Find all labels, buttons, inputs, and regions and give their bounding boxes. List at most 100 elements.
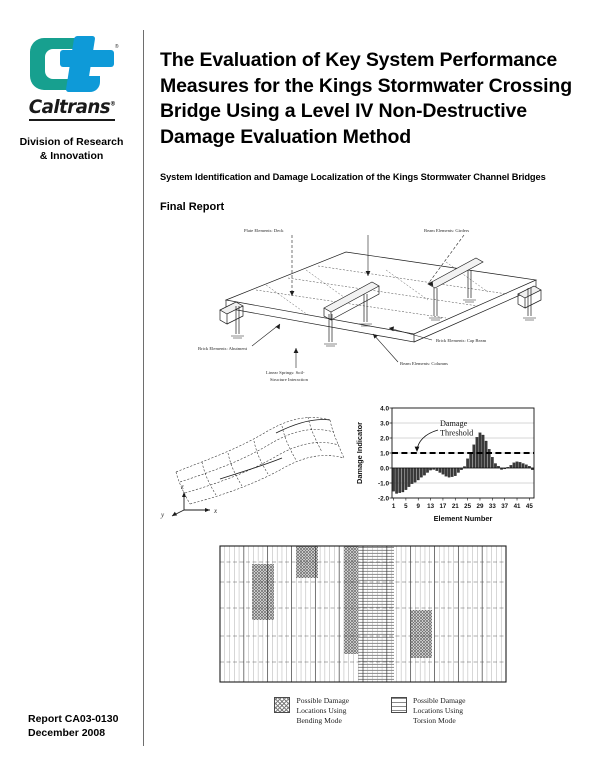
chart-bar <box>466 458 469 469</box>
x-axis-title: Element Number <box>434 514 493 523</box>
damage-map-legend: Possible Damage Locations Using Bending … <box>150 696 590 726</box>
division-line-1: Division of Research <box>19 136 124 148</box>
chart-bar <box>453 467 457 476</box>
legend-label-bending: Possible Damage Locations Using Bending … <box>296 696 349 725</box>
axis-label-z: z <box>180 483 184 491</box>
chart-bar <box>450 467 454 477</box>
page-subtitle: System Identification and Damage Localiz… <box>160 172 546 182</box>
chart-bar <box>407 467 411 487</box>
column-divider <box>143 30 144 746</box>
damage-threshold-annotation: Damage <box>440 419 468 428</box>
x-tick-label: 17 <box>439 503 446 510</box>
legend-item-bending: Possible Damage Locations Using Bending … <box>274 696 349 726</box>
y-tick-label: 1.0 <box>380 451 389 458</box>
report-number: Report CA03-0130 <box>28 713 119 725</box>
y-tick-label: 4.0 <box>380 406 389 413</box>
y-tick-label: 2.0 <box>380 436 389 443</box>
y-axis-title: Damage Indicator <box>355 422 364 484</box>
x-tick-label: 9 <box>417 503 421 510</box>
axis-label-y: y <box>160 511 165 519</box>
x-tick-label: 21 <box>452 503 459 510</box>
label-linear-springs-line-2: Structure Interaction <box>270 377 309 382</box>
chart-bar <box>478 432 482 469</box>
chart-bar <box>512 462 516 469</box>
chart-bar <box>441 467 445 475</box>
chart-bar <box>457 467 460 473</box>
label-beam-elements-columns: Beam Elements: Columns <box>400 361 448 366</box>
report-info: Report CA03-0130 December 2008 <box>28 712 118 740</box>
chart-bar <box>419 467 423 478</box>
caltrans-logo-icon: ® <box>29 36 119 92</box>
label-brick-elements-abutment: Brick Elements: Abutment <box>198 346 248 351</box>
bending-mode-swatch-icon <box>274 697 291 713</box>
x-tick-label: 5 <box>404 503 408 510</box>
division-line-2: & Innovation <box>39 150 104 162</box>
label-plate-elements-deck: Plate Elements: Deck <box>244 228 284 233</box>
figure-group: Plate Elements: Deck Beam Elements: Gird… <box>150 222 590 747</box>
chart-bar <box>515 461 519 469</box>
chart-bar <box>447 467 451 478</box>
wordmark-underline <box>28 119 115 121</box>
x-tick-label: 29 <box>477 503 484 510</box>
axis-label-x: x <box>213 507 218 515</box>
torsion-mode-swatch-icon <box>391 697 407 713</box>
y-tick-label: 0.0 <box>380 466 389 473</box>
chart-bar <box>438 467 442 473</box>
bending-damage-region <box>344 546 358 654</box>
chart-bar <box>509 465 513 469</box>
chart-bar <box>484 440 488 469</box>
chart-bar <box>518 462 522 469</box>
wordmark-text: Caltrans <box>28 96 110 118</box>
y-tick-label: -2.0 <box>378 496 389 503</box>
chart-bar <box>423 467 426 476</box>
chart-bar <box>494 463 497 469</box>
label-brick-elements-cap-beam: Brick Elements: Cap Beam <box>436 338 487 343</box>
left-column: ® Caltrans® Division of Research & Innov… <box>0 36 143 163</box>
x-tick-label: 41 <box>514 503 521 510</box>
chart-bar <box>435 467 439 471</box>
chart-bar <box>401 467 405 493</box>
torsion-damage-region <box>358 546 394 682</box>
y-tick-label: -1.0 <box>378 481 389 488</box>
chart-bar <box>392 467 395 492</box>
bending-damage-region <box>410 610 432 658</box>
chart-bar <box>472 444 476 469</box>
chart-bar <box>398 467 402 493</box>
x-tick-label: 25 <box>464 503 471 510</box>
chart-bar <box>416 467 420 481</box>
chart-bar <box>521 463 525 469</box>
finite-element-bridge-model: Plate Elements: Deck Beam Elements: Gird… <box>196 222 566 384</box>
chart-bar <box>481 434 485 469</box>
logo-wrap: ® Caltrans® Division of Research & Innov… <box>0 36 143 163</box>
chart-bar <box>524 464 528 469</box>
page-title: The Evaluation of Key System Performance… <box>160 49 572 148</box>
legend-label-torsion: Possible Damage Locations Using Torsion … <box>413 696 466 725</box>
x-tick-label: 1 <box>392 503 396 510</box>
caltrans-wordmark: Caltrans® <box>28 96 116 118</box>
x-tick-label: 33 <box>489 503 496 510</box>
report-date: December 2008 <box>28 727 106 739</box>
x-tick-label: 37 <box>501 503 508 510</box>
y-tick-label: 3.0 <box>380 421 389 428</box>
chart-bar <box>413 467 417 483</box>
damage-threshold-annotation: Threshold <box>440 429 473 438</box>
logo-trademark: ® <box>114 44 119 50</box>
report-type: Final Report <box>160 201 225 213</box>
right-column: The Evaluation of Key System Performance… <box>160 48 582 213</box>
division-name: Division of Research & Innovation <box>9 135 134 163</box>
chart-bar <box>410 467 414 484</box>
wordmark-trademark: ® <box>109 100 116 108</box>
legend-item-torsion: Possible Damage Locations Using Torsion … <box>391 696 466 726</box>
mode-shape-surface-plot: x y z <box>158 400 353 528</box>
x-tick-label: 13 <box>427 503 434 510</box>
chart-bar <box>426 467 429 473</box>
logo-t-hook <box>69 76 100 92</box>
damage-location-map <box>214 540 514 688</box>
chart-bar <box>404 467 408 490</box>
label-linear-springs-line-1: Linear Springs: Soil- <box>266 370 305 375</box>
chart-bar <box>395 467 398 494</box>
chart-bar <box>490 457 494 469</box>
label-beam-elements-girders: Beam Elements: Girders <box>424 228 469 233</box>
